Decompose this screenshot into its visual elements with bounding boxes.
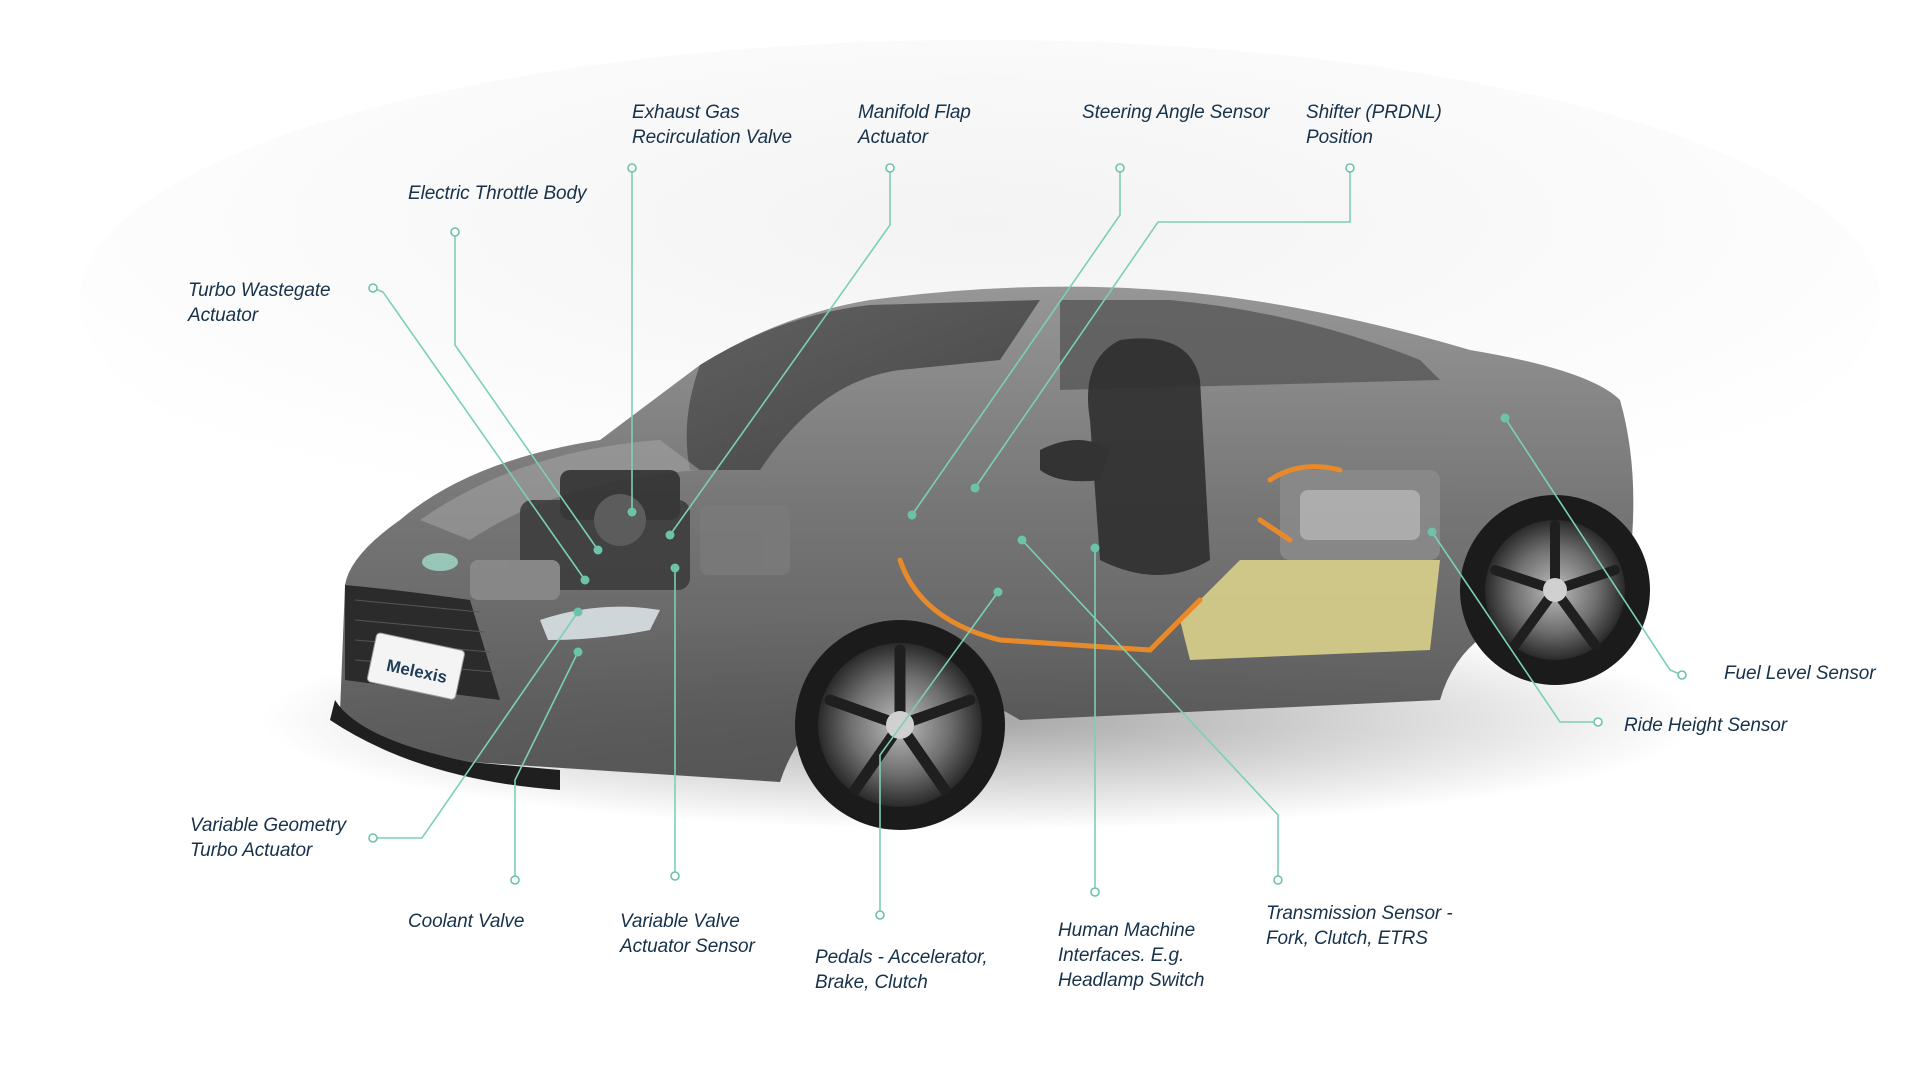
leader-manifold-flap-actuator	[669, 168, 891, 536]
label-coolant-valve: Coolant Valve	[408, 911, 525, 932]
tip-coolant-valve	[573, 647, 583, 657]
end-turbo-wastegate-actuator	[368, 283, 378, 293]
tip-electric-throttle-body	[593, 545, 603, 555]
front-wheel	[795, 620, 1005, 830]
battery-pack	[1180, 560, 1440, 660]
engine-bay	[470, 470, 790, 600]
tip-variable-geometry-turbo-actuator	[573, 607, 583, 617]
end-exhaust-gas-recirculation-valve	[627, 163, 637, 173]
tip-ride-height-sensor	[1427, 527, 1437, 537]
hood-emblem	[422, 553, 458, 571]
license-plate	[366, 632, 465, 700]
tip-variable-valve-actuator-sensor	[670, 563, 680, 573]
label-pedals: Pedals - Accelerator, Brake, Clutch	[815, 947, 988, 993]
end-steering-angle-sensor	[1115, 163, 1125, 173]
wiring-harness	[897, 464, 1343, 653]
end-transmission-sensor	[1273, 875, 1283, 885]
driver-seat	[1088, 338, 1210, 575]
tip-exhaust-gas-recirculation-valve	[627, 507, 637, 517]
rear-drive-unit	[1280, 470, 1440, 560]
leader-pedals	[879, 591, 999, 915]
car-body	[340, 286, 1634, 782]
leader-electric-throttle-body	[454, 232, 599, 551]
tip-fuel-level-sensor	[1500, 413, 1510, 423]
end-manifold-flap-actuator	[885, 163, 895, 173]
label-manifold-flap-actuator: Manifold Flap Actuator	[858, 102, 971, 148]
end-ride-height-sensor	[1593, 717, 1603, 727]
end-shifter-prdnl-position	[1345, 163, 1355, 173]
label-exhaust-gas-recirculation-valve: Exhaust Gas Recirculation Valve	[632, 102, 793, 148]
rear-wheel	[1460, 495, 1650, 685]
end-human-machine-interfaces	[1090, 887, 1100, 897]
end-fuel-level-sensor	[1677, 670, 1687, 680]
tip-transmission-sensor	[1017, 535, 1027, 545]
leader-lines	[368, 163, 1687, 920]
leader-shifter-prdnl-position	[974, 168, 1351, 489]
tip-pedals	[993, 587, 1003, 597]
tip-manifold-flap-actuator	[665, 530, 675, 540]
label-human-machine-interfaces: Human Machine Interfaces. E.g. Headlamp …	[1058, 920, 1205, 991]
tip-turbo-wastegate-actuator	[580, 575, 590, 585]
leader-variable-geometry-turbo-actuator	[373, 611, 579, 839]
label-variable-valve-actuator-sensor: Variable Valve Actuator Sensor	[620, 911, 755, 957]
tip-steering-angle-sensor	[907, 510, 917, 520]
leader-ride-height-sensor	[1431, 531, 1598, 723]
label-fuel-level-sensor: Fuel Level Sensor	[1724, 663, 1876, 684]
label-electric-throttle-body: Electric Throttle Body	[408, 183, 587, 204]
side-mirror	[1040, 440, 1110, 482]
label-steering-angle-sensor: Steering Angle Sensor	[1082, 102, 1270, 123]
end-coolant-valve	[510, 875, 520, 885]
end-electric-throttle-body	[450, 227, 460, 237]
label-transmission-sensor: Transmission Sensor - Fork, Clutch, ETRS	[1266, 903, 1453, 949]
label-shifter-prdnl-position: Shifter (PRDNL) Position	[1306, 102, 1442, 148]
label-variable-geometry-turbo-actuator: Variable Geometry Turbo Actuator	[190, 815, 346, 861]
tip-human-machine-interfaces	[1090, 543, 1100, 553]
end-variable-valve-actuator-sensor	[670, 871, 680, 881]
leader-coolant-valve	[514, 651, 579, 880]
end-variable-geometry-turbo-actuator	[368, 833, 378, 843]
leader-transmission-sensor	[1021, 539, 1279, 880]
front-splitter	[330, 700, 560, 790]
windshield	[686, 300, 1040, 470]
tip-shifter-prdnl-position	[970, 483, 980, 493]
label-ride-height-sensor: Ride Height Sensor	[1624, 715, 1787, 736]
leader-steering-angle-sensor	[911, 168, 1121, 516]
end-pedals	[875, 910, 885, 920]
label-turbo-wastegate-actuator: Turbo Wastegate Actuator	[188, 280, 331, 326]
headlight	[540, 606, 660, 640]
